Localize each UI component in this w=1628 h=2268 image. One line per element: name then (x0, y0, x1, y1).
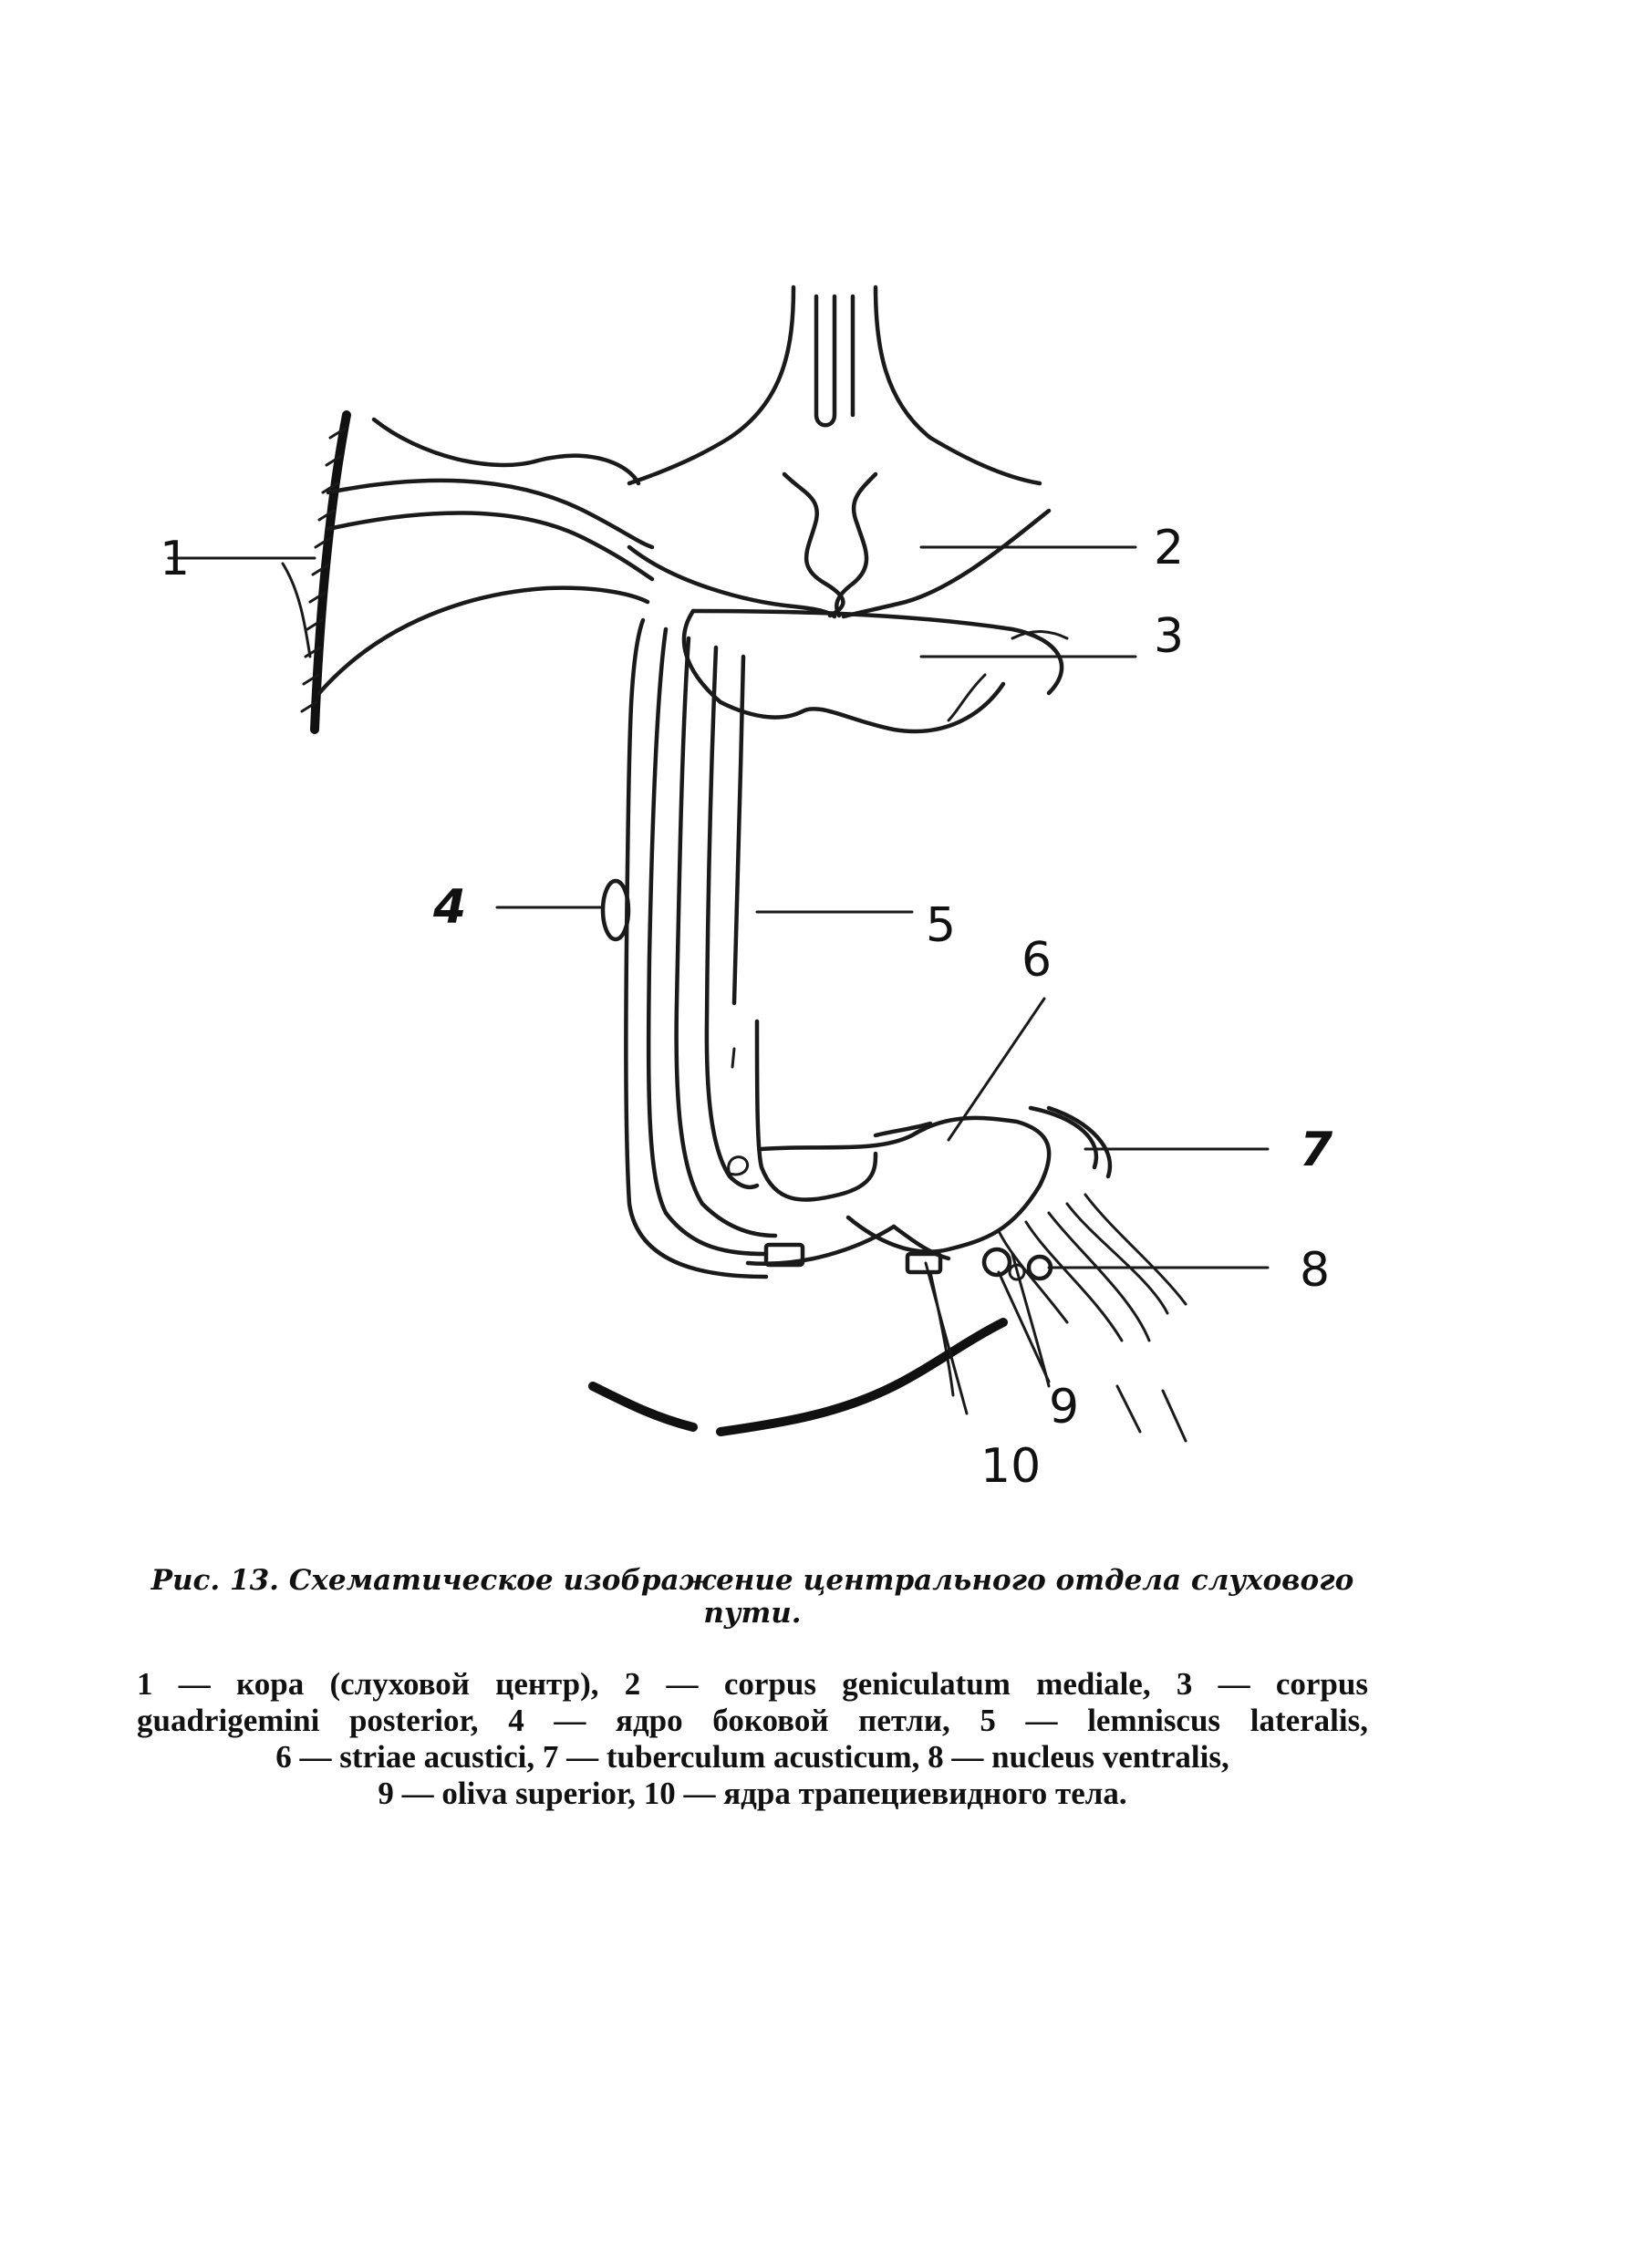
label-1: 1 (160, 532, 190, 586)
figure-caption: Рис. 13. Схематическое изображение центр… (137, 1564, 1368, 1812)
legend-line-1: 1 — кора (слуховой центр), 2 — corpus ge… (137, 1666, 1368, 1702)
label-7: 7 (1300, 1123, 1333, 1177)
label-8: 8 (1300, 1243, 1330, 1298)
label-4: 4 (432, 880, 466, 935)
label-10: 10 (980, 1439, 1041, 1494)
cortex (300, 410, 351, 734)
striae-acustici (727, 1105, 1187, 1443)
label-9: 9 (1049, 1380, 1079, 1434)
auditory-pathway-diagram: 1 2 3 4 5 6 7 8 9 10 (160, 285, 1333, 1494)
legend-line-3: 6 — striae acustici, 7 — tuberculum acus… (275, 1739, 1229, 1775)
lemniscus-lateralis (600, 617, 878, 1279)
pons-contour (588, 1318, 1008, 1436)
label-2: 2 (1154, 521, 1184, 575)
acoustic-radiation (281, 417, 655, 696)
caption-title: Рис. 13. Схематическое изображение центр… (150, 1564, 1354, 1630)
legend-line-4: 9 — oliva superior, 10 — ядра трапециеви… (378, 1776, 1127, 1811)
leader-lines (167, 545, 1270, 1415)
label-5: 5 (926, 898, 956, 953)
legend-line-2: guadrigemini posterior, 4 — ядро боковой… (137, 1703, 1368, 1738)
label-6: 6 (1021, 933, 1052, 988)
brainstem-outline (627, 285, 1069, 734)
label-3: 3 (1154, 609, 1184, 664)
